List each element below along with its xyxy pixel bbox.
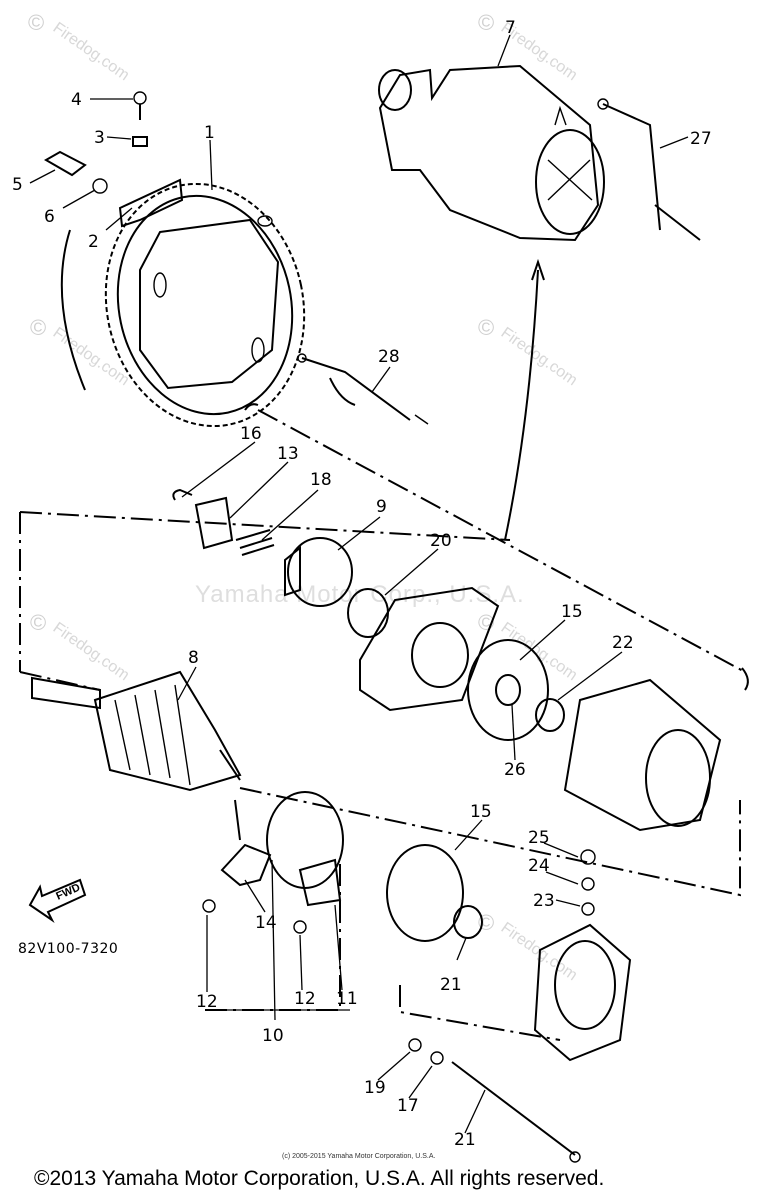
watermark-copyright-mark: © xyxy=(28,10,44,35)
starter-motor-assembly xyxy=(378,64,605,242)
part-label: 21 xyxy=(440,975,462,995)
brush-holder-assembly xyxy=(202,791,344,934)
bracket-hardware xyxy=(43,91,184,228)
watermark-site-text: Firedog.com xyxy=(50,619,133,684)
part-label: 1 xyxy=(204,123,215,143)
part-label: 11 xyxy=(336,989,358,1009)
rear-cover-and-hardware xyxy=(386,844,632,1163)
copyright-notice: ©2013 Yamaha Motor Corporation, U.S.A. A… xyxy=(34,1167,604,1190)
part-label: 20 xyxy=(430,531,452,551)
watermark-copyright-mark: © xyxy=(30,610,46,635)
part-label: 28 xyxy=(378,347,400,367)
part-label: 15 xyxy=(561,602,583,622)
part-label: 25 xyxy=(528,828,550,848)
watermark-site-text: Firedog.com xyxy=(50,19,133,84)
part-label: 10 xyxy=(262,1026,284,1046)
part-label: 17 xyxy=(397,1096,419,1116)
part-label: 6 xyxy=(44,207,55,227)
fwd-label: FWD xyxy=(54,882,82,903)
fine-print: (c) 2005-2015 Yamaha Motor Corporation, … xyxy=(282,1153,435,1160)
part-label: 26 xyxy=(504,760,526,780)
part-label: 15 xyxy=(470,802,492,822)
armature xyxy=(31,670,242,792)
starter-ring-gear xyxy=(60,182,306,428)
part-label: 12 xyxy=(294,989,316,1009)
part-label: 13 xyxy=(277,444,299,464)
part-labels: 7 1 4 3 5 6 2 27 28 16 13 18 9 20 15 22 … xyxy=(12,18,712,1150)
part-label: 27 xyxy=(690,129,712,149)
part-label: 3 xyxy=(94,128,105,148)
watermark-copyright-mark: © xyxy=(478,315,494,340)
forward-direction-arrow: FWD xyxy=(28,878,87,923)
watermark-copyright-mark: © xyxy=(30,315,46,340)
part-label: 12 xyxy=(196,992,218,1012)
part-label: 21 xyxy=(454,1130,476,1150)
part-label: 22 xyxy=(612,633,634,653)
part-label: 5 xyxy=(12,175,23,195)
watermark-copyright-mark: © xyxy=(478,10,494,35)
assembly-arrow xyxy=(504,258,545,541)
part-label: 16 xyxy=(240,424,262,444)
part-label: 18 xyxy=(310,470,332,490)
part-label: 2 xyxy=(88,232,99,252)
leader-lines xyxy=(29,34,689,1134)
part-label: 24 xyxy=(528,856,550,876)
watermark-site-text: Firedog.com xyxy=(498,324,581,389)
pinion-gear-parts xyxy=(172,488,353,607)
part-label: 7 xyxy=(505,18,516,38)
part-label: 8 xyxy=(188,648,199,668)
part-label: 9 xyxy=(376,497,387,517)
part-label: 23 xyxy=(533,891,555,911)
watermark-company-text: Yamaha Motor Corp., U.S.A. xyxy=(195,581,525,608)
part-label: 19 xyxy=(364,1078,386,1098)
lead-wires xyxy=(297,98,701,425)
watermark-layer: © Firedog.com © Firedog.com © Firedog.co… xyxy=(28,10,580,984)
front-cover-and-seals xyxy=(347,586,722,832)
figure-code: 82V100-7320 xyxy=(18,941,118,957)
part-label: 4 xyxy=(71,90,82,110)
part-label: 14 xyxy=(255,913,277,933)
